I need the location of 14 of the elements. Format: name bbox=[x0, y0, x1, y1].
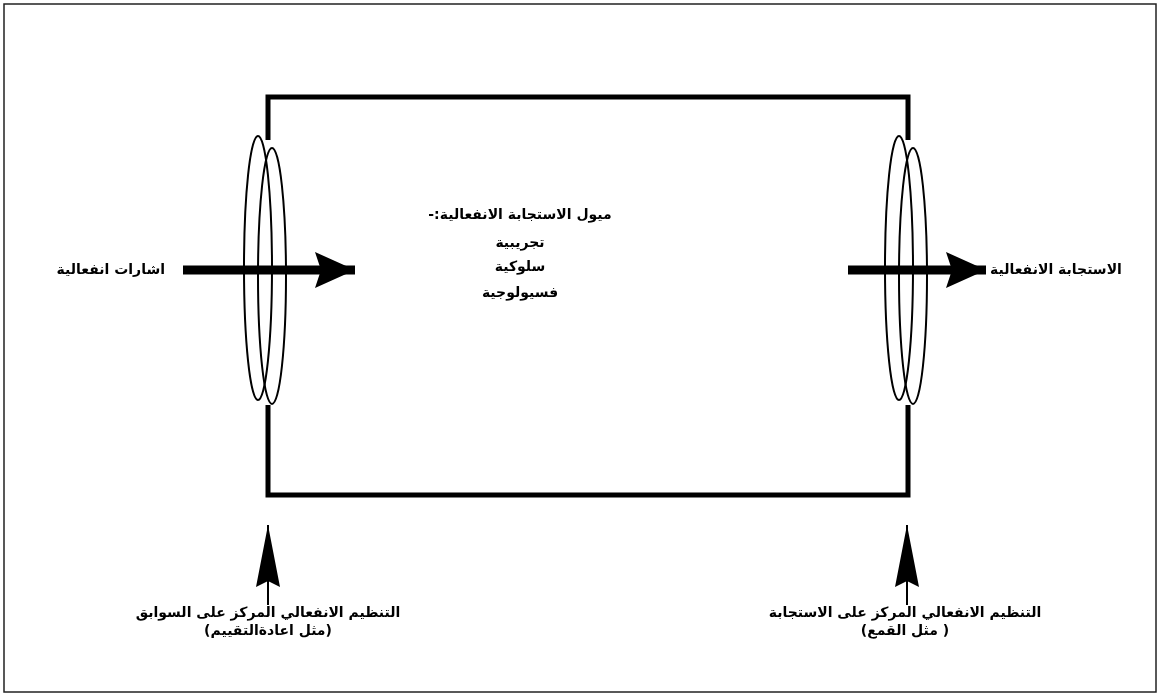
arrow bbox=[848, 252, 986, 288]
label: الاستجابة الانفعالية bbox=[990, 260, 1123, 278]
heading: ميول الاستجابة الانفعالية:- bbox=[427, 205, 613, 223]
list-item: سلوكية bbox=[493, 257, 547, 275]
caption-heading: التنظيم الانفعالي المركز على الاستجابة bbox=[767, 603, 1043, 621]
caption-note: (مثل اعادةالتقييم) bbox=[203, 621, 333, 639]
caption-heading: التنظيم الانفعالي المركز على السوابق bbox=[134, 603, 402, 621]
label: اشارات انفعالية bbox=[55, 260, 165, 278]
list-item: فسيولوجية bbox=[480, 283, 560, 301]
arrow bbox=[183, 252, 355, 288]
arrow bbox=[256, 524, 280, 606]
arrow bbox=[895, 524, 919, 606]
caption-note: ( مثل القمع) bbox=[859, 621, 951, 639]
list-item: تجريبية bbox=[494, 233, 546, 251]
